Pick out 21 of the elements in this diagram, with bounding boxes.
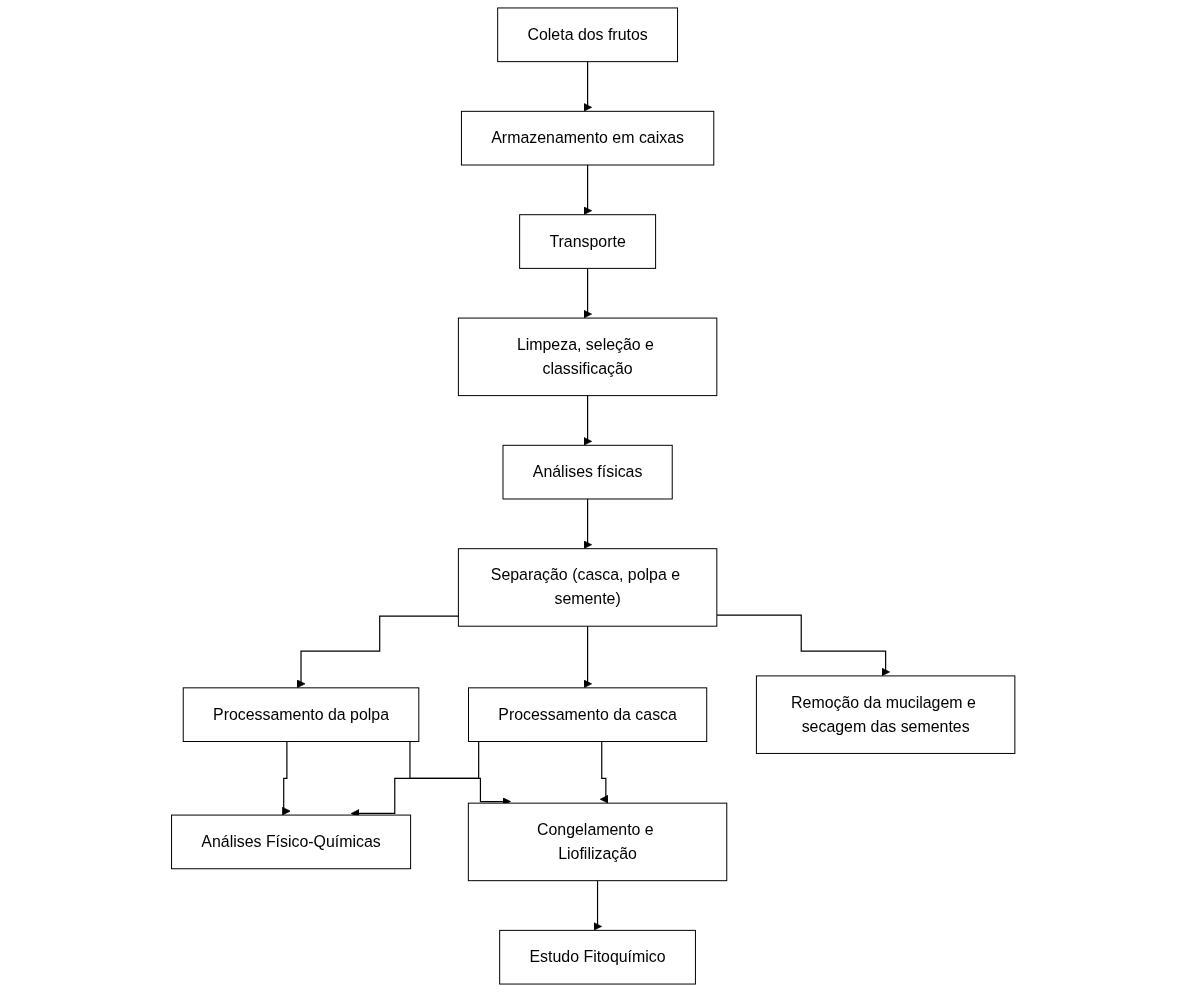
node-box: Transporte	[518, 214, 656, 269]
node-box: Processamento da casca	[467, 687, 707, 742]
arrow	[583, 625, 592, 689]
node-box: Análises físicas	[502, 444, 673, 500]
node-box: Limpeza, seleção e classificação	[457, 317, 718, 397]
node-box: Remoção da mucilagem e secagem das sementes	[755, 675, 1016, 754]
arrow	[583, 164, 592, 216]
arrow	[583, 395, 592, 446]
arrow	[296, 615, 459, 689]
node-box: Coleta dos frutos	[497, 7, 678, 63]
node-box: Armazenamento em caixas	[460, 110, 715, 166]
arrow	[593, 880, 602, 931]
node-box: Processamento da polpa	[182, 687, 420, 742]
node-box: Estudo Fitoquímico	[498, 929, 696, 985]
arrow	[716, 614, 890, 677]
node-box: Separação (casca, polpa e semente)	[457, 548, 718, 627]
node-box: Análises Físico-Químicas	[170, 814, 411, 870]
arrow	[583, 61, 592, 112]
node-box: Congelamento e Liofilização	[467, 802, 728, 882]
arrow	[583, 267, 592, 319]
arrow	[583, 498, 592, 550]
